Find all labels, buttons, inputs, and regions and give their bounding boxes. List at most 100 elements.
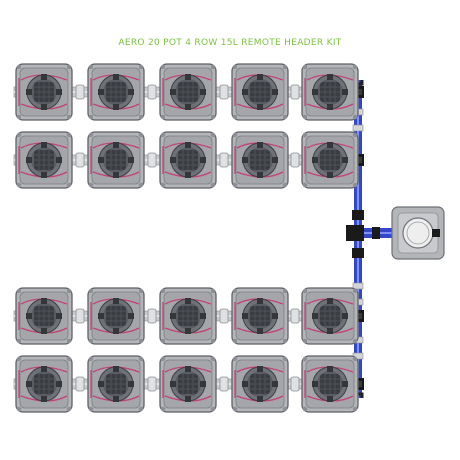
pot-lug	[282, 338, 288, 344]
lid-tab	[185, 172, 191, 178]
lid-tab	[312, 89, 318, 95]
lid-tab	[327, 396, 333, 402]
pot-4	[231, 63, 289, 121]
pot-lug	[16, 288, 22, 294]
lid-tab	[113, 74, 119, 80]
pot-lug	[232, 182, 238, 188]
pot-lug	[160, 132, 166, 138]
pot-lug	[302, 406, 308, 412]
pot-lug	[352, 406, 358, 412]
pot-lug	[138, 182, 144, 188]
lid-tab	[200, 157, 206, 163]
lid-tab	[98, 157, 104, 163]
pot-lug	[352, 132, 358, 138]
lid-tab	[128, 89, 134, 95]
pot-lug	[232, 288, 238, 294]
pot-lug	[232, 132, 238, 138]
lid-tab	[327, 172, 333, 178]
lid-tab	[257, 104, 263, 110]
lid-tab	[327, 366, 333, 372]
pipe-joint	[219, 152, 229, 168]
lid-tab	[200, 381, 206, 387]
pot-lug	[352, 338, 358, 344]
pot-lug	[16, 406, 22, 412]
lid-tab	[342, 157, 348, 163]
lid-tab	[312, 381, 318, 387]
pot-13	[159, 287, 217, 345]
lid-tab	[257, 366, 263, 372]
pot-18	[159, 355, 217, 413]
lid-tab	[242, 89, 248, 95]
pot-lug	[138, 132, 144, 138]
header-outlet	[432, 229, 440, 237]
pot-lug	[352, 64, 358, 70]
pot-lug	[160, 356, 166, 362]
lid-tab	[113, 172, 119, 178]
pot-lug	[282, 64, 288, 70]
diagram-title: AERO 20 POT 4 ROW 15L REMOTE HEADER KIT	[118, 38, 342, 48]
pot-12	[87, 287, 145, 345]
pot-lug	[302, 288, 308, 294]
pot-lug	[160, 64, 166, 70]
pot-10	[301, 131, 359, 189]
lid-tab	[170, 89, 176, 95]
pot-lug	[138, 114, 144, 120]
lid-tab	[327, 74, 333, 80]
lid-tab	[257, 142, 263, 148]
pipe-joint	[219, 84, 229, 100]
pot-lug	[66, 288, 72, 294]
pot-7	[87, 131, 145, 189]
pot-lug	[210, 338, 216, 344]
lid-tab	[41, 172, 47, 178]
pot-lug	[282, 356, 288, 362]
pot-lug	[88, 182, 94, 188]
pot-lug	[66, 114, 72, 120]
pot-lug	[66, 64, 72, 70]
pot-lug	[138, 64, 144, 70]
lid-tab	[342, 313, 348, 319]
pot-lug	[88, 406, 94, 412]
manifold-valve	[352, 282, 364, 290]
pot-lug	[352, 182, 358, 188]
lid-tab	[312, 157, 318, 163]
lid-tab	[257, 298, 263, 304]
lid-tab	[185, 396, 191, 402]
pot-lug	[232, 406, 238, 412]
lid-tab	[185, 328, 191, 334]
lid-tab	[113, 396, 119, 402]
pot-lug	[232, 64, 238, 70]
lid-tab	[327, 298, 333, 304]
manifold-valve	[352, 124, 364, 132]
lid-tab	[128, 313, 134, 319]
lid-tab	[312, 313, 318, 319]
lid-tab	[327, 328, 333, 334]
lid-tab	[272, 157, 278, 163]
pot-lug	[210, 114, 216, 120]
lid-tab	[41, 366, 47, 372]
pot-lug	[66, 182, 72, 188]
pipe-joint	[290, 84, 300, 100]
pot-lug	[66, 356, 72, 362]
pot-lug	[16, 132, 22, 138]
lid-tab	[257, 74, 263, 80]
pot-lug	[210, 356, 216, 362]
lid-tab	[113, 142, 119, 148]
pot-lug	[352, 288, 358, 294]
lid-tab	[327, 104, 333, 110]
pot-11	[15, 287, 73, 345]
pipe-joint	[219, 308, 229, 324]
pot-lug	[210, 182, 216, 188]
lid-tab	[41, 396, 47, 402]
pot-lug	[210, 406, 216, 412]
lid-tab	[113, 366, 119, 372]
lid-tab	[185, 366, 191, 372]
pot-2	[87, 63, 145, 121]
lid-tab	[113, 298, 119, 304]
pot-20	[301, 355, 359, 413]
pot-lug	[232, 114, 238, 120]
lid-tab	[242, 381, 248, 387]
pipe-joint	[147, 84, 157, 100]
lid-tab	[98, 313, 104, 319]
pot-lug	[282, 406, 288, 412]
